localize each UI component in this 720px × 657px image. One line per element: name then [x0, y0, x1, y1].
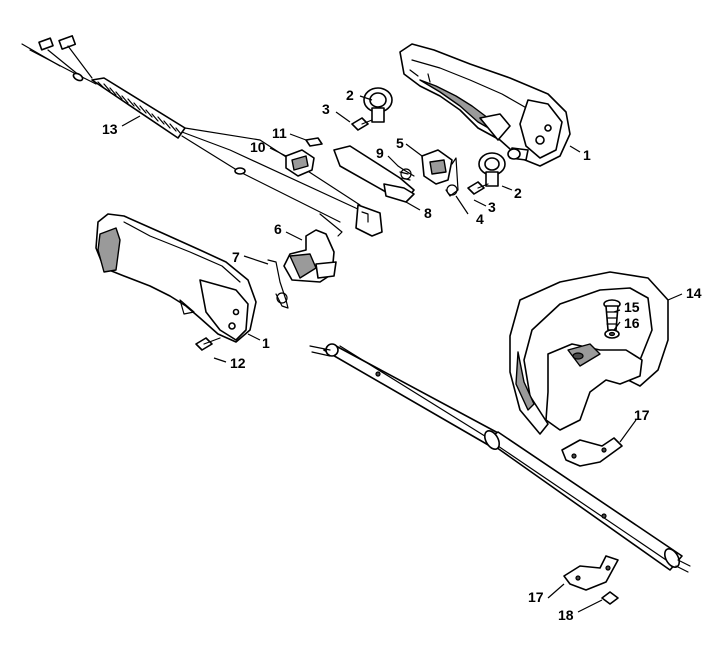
callout-13: 13: [102, 121, 118, 137]
callout-7: 7: [232, 249, 240, 265]
loop-handle: [509, 271, 669, 435]
spring-clip: [445, 157, 459, 197]
trigger: [421, 149, 453, 185]
callout-9: 9: [376, 145, 384, 161]
rear-handle-housing-upper: [399, 43, 571, 167]
callout-14: 14: [686, 285, 702, 301]
square-nut: [601, 591, 619, 605]
clamp-plate-lower: [563, 555, 619, 591]
callout-2-lower: 2: [514, 185, 522, 201]
contact-spring: [305, 137, 323, 147]
callout-4: 4: [476, 211, 484, 227]
callout-2-upper: 2: [346, 87, 354, 103]
callout-1-upper: 1: [583, 147, 591, 163]
clamp-lower: [478, 152, 506, 187]
callout-11: 11: [272, 125, 287, 141]
callout-8: 8: [424, 205, 432, 221]
screw-lower: [467, 181, 489, 195]
switch-slide: [285, 149, 315, 177]
clamp-plate-upper: [561, 437, 623, 467]
callout-labels: 1 1 2 2 3 3 4 5 6 7 8 9 10 11 12 13 14 1…: [102, 87, 702, 623]
callout-5: 5: [396, 135, 404, 151]
callout-12: 12: [230, 355, 246, 371]
callout-17-lower: 17: [528, 589, 544, 605]
callout-3-upper: 3: [322, 101, 330, 117]
callout-6: 6: [274, 221, 282, 237]
callout-18: 18: [558, 607, 574, 623]
drive-tube: [309, 343, 691, 573]
throttle-lever: [333, 145, 415, 203]
callout-17-upper: 17: [634, 407, 650, 423]
clamp-upper: [363, 87, 393, 123]
screw-housing: [195, 337, 221, 351]
leader-lines: [121, 95, 683, 613]
torsion-spring: [397, 165, 415, 181]
callout-15: 15: [624, 299, 640, 315]
lever-spring: [267, 259, 289, 309]
callout-1-lower: 1: [262, 335, 270, 351]
interlock-lever: [283, 229, 337, 283]
callout-3-lower: 3: [488, 199, 496, 215]
rear-handle-housing-lower: [95, 213, 257, 343]
callout-16: 16: [624, 315, 640, 331]
wiring-harness: [21, 35, 383, 237]
washer: [604, 329, 620, 339]
callout-10: 10: [250, 139, 266, 155]
screw-upper: [351, 117, 373, 131]
